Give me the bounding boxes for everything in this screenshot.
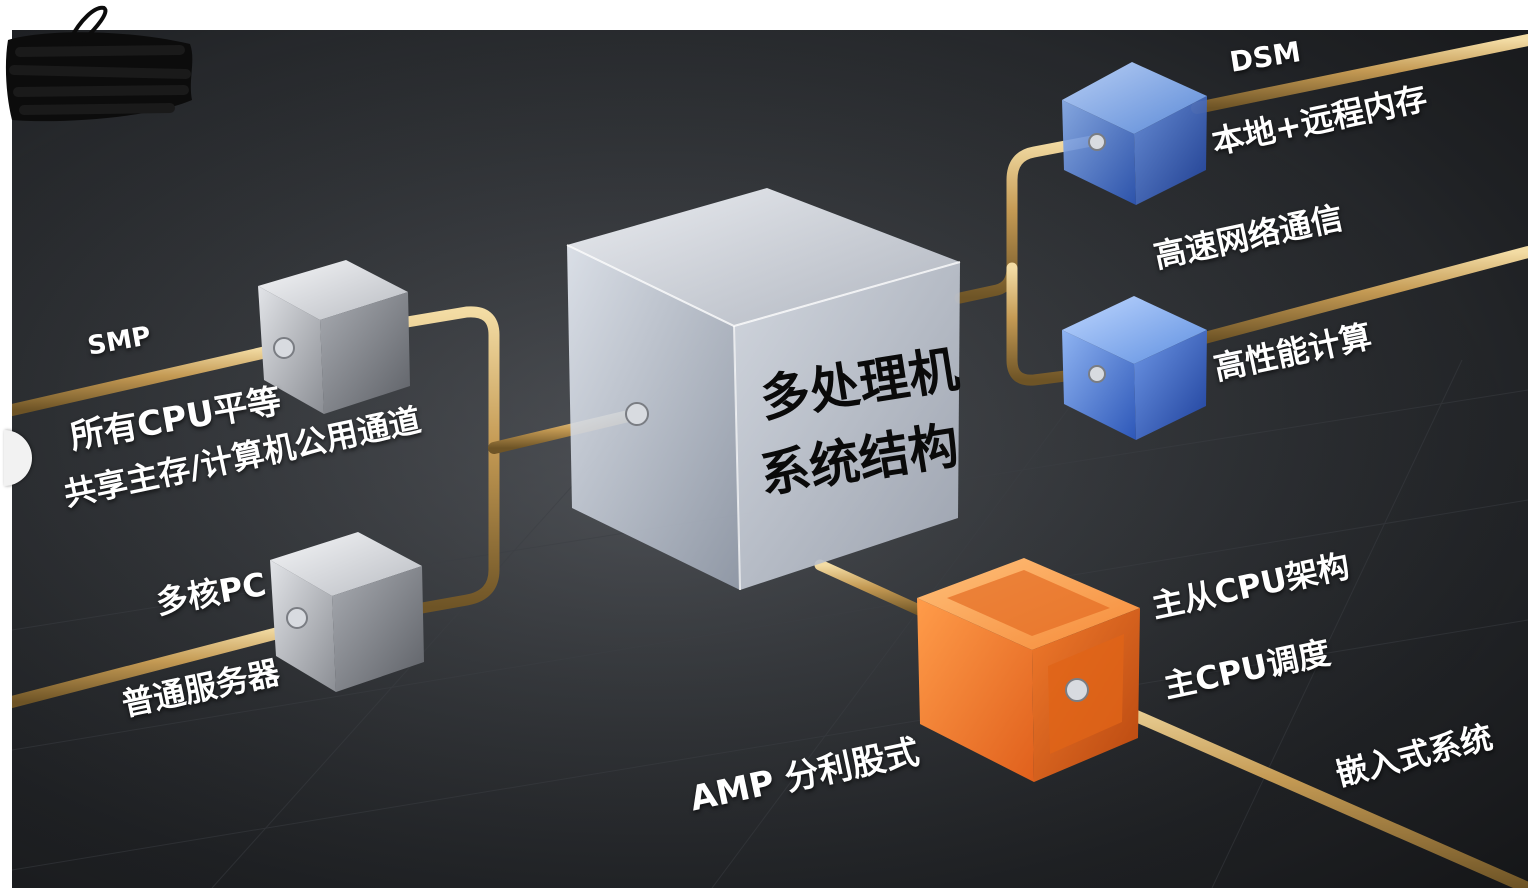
diagram-scene: 多处理机 系统结构 SMP 所有CPU平等 共享主存/计算机公用通道 多核PC … [12, 30, 1528, 888]
redaction-scribble-icon [0, 0, 220, 140]
